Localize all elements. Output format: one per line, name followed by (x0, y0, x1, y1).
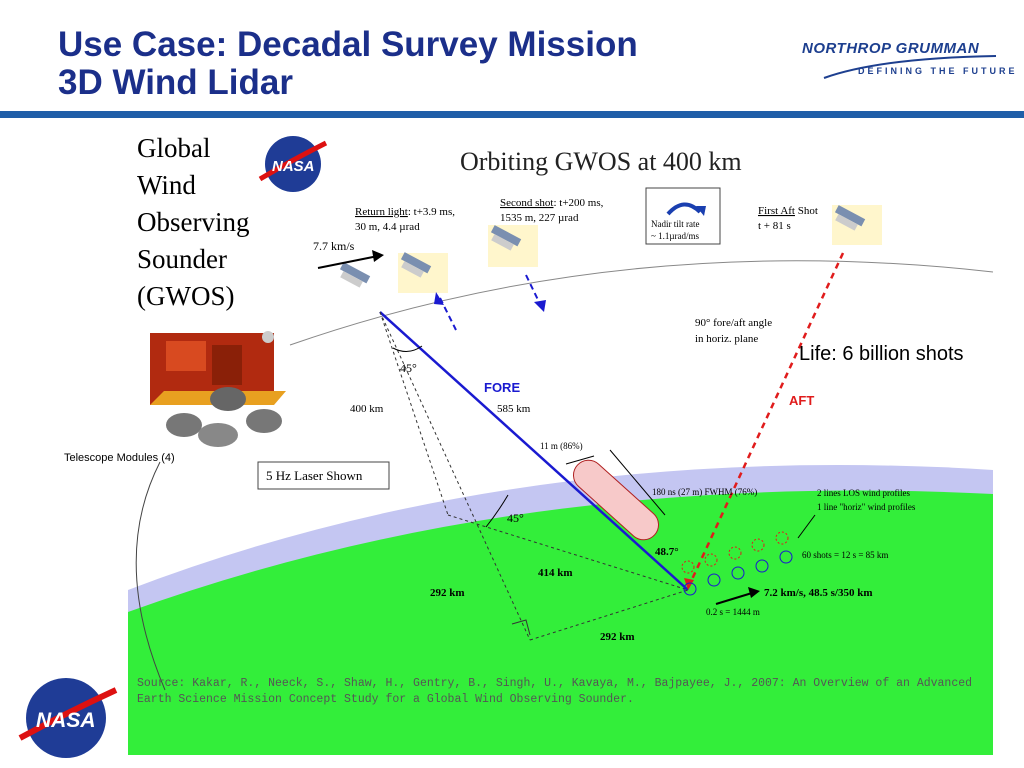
satellite-icon (400, 252, 432, 278)
satellite-icon (339, 262, 371, 288)
fore-aft-angle: 90° fore/aft angle (695, 317, 772, 329)
northrop-grumman-logo: NORTHROP GRUMMAN (802, 40, 980, 57)
brand-tagline: DEFINING THE FUTURE (858, 66, 1018, 76)
nadir-tilt-label: Nadir tilt rate (651, 219, 699, 229)
incidence-angle: 48.7° (655, 546, 679, 558)
diagram-heading: Orbiting GWOS at 400 km (460, 147, 742, 176)
ground-track: 414 km (538, 567, 573, 579)
ground-speed: 7.2 km/s, 48.5 s/350 km (764, 587, 873, 599)
laser-box (257, 461, 390, 490)
orbit-arc (289, 260, 994, 346)
los-profiles: 2 lines LOS wind profiles (817, 488, 910, 498)
source-citation: Source: Kakar, R., Neeck, S., Shaw, H., … (137, 677, 973, 706)
telescope-connector (135, 461, 166, 691)
shot-spacing: 0.2 s = 1444 m (706, 607, 760, 617)
first-aft-time: t + 81 s (758, 220, 791, 232)
svg-text:Return light: t+3.9 ms,: Return light: t+3.9 ms, (355, 206, 455, 218)
satellite-icon (834, 205, 866, 231)
page-title: Use Case: Decadal Survey Mission 3D Wind… (58, 26, 638, 102)
first-aft-title: First Aft (758, 205, 795, 217)
life-label: Life: 6 billion shots (799, 343, 964, 365)
leg-bottom: 292 km (600, 631, 635, 643)
leg-left: 292 km (430, 587, 465, 599)
nasa-logo-large-icon: NASA (18, 678, 118, 758)
nasa-logo-large-text: NASA (36, 709, 96, 732)
fore-aft-plane: in horiz. plane (695, 333, 758, 345)
horiz-profiles: 1 line "horiz" wind profiles (817, 502, 916, 512)
satellite-icon (490, 225, 522, 251)
laser-label: 5 Hz Laser Shown (266, 468, 363, 483)
aft-label: AFT (789, 393, 814, 408)
altitude-label: 400 km (350, 403, 384, 415)
fore-beam (379, 311, 689, 591)
nasa-logo-text: NASA (272, 158, 315, 175)
svg-text:First Aft Shot: First Aft Shot (758, 205, 818, 217)
instrument-name: Global Wind Observing Sounder (GWOS) (137, 133, 250, 311)
return-light-title: Return light (355, 206, 408, 218)
fore-label: FORE (484, 380, 520, 395)
pulse-label: 180 ns (27 m) FWHM (76%) (652, 487, 757, 497)
nadir-tilt-value: ~ 1.1µrad/ms (651, 231, 700, 241)
header-divider (0, 111, 1024, 118)
nasa-logo-icon: NASA (258, 136, 328, 192)
return-light-detail: 30 m, 4.4 µrad (355, 221, 420, 233)
telescope-modules-image (150, 331, 286, 447)
telescope-label: Telescope Modules (4) (64, 452, 175, 464)
logo-swoosh (823, 55, 997, 79)
angle-top: 45° (400, 361, 417, 375)
footprint-label: 11 m (86%) (540, 441, 583, 451)
title-line-1: Use Case: Decadal Survey Mission (58, 25, 638, 64)
nadir-tilt-box (645, 187, 721, 245)
aft-shot-circles (681, 531, 789, 574)
angle-ground: 45° (507, 511, 524, 525)
slant-range-label: 585 km (497, 403, 531, 415)
svg-text:Second shot: t+200 ms,: Second shot: t+200 ms, (500, 197, 604, 209)
fore-shot-circles (683, 550, 793, 596)
earth-surface (128, 490, 993, 755)
shots-label: 60 shots = 12 s = 85 km (802, 550, 888, 560)
title-line-2: 3D Wind Lidar (58, 63, 293, 102)
pulse-capsule (573, 459, 659, 541)
speed-label: 7.7 km/s (313, 239, 355, 253)
second-shot-detail: 1535 m, 227 µrad (500, 212, 579, 224)
second-shot-title: Second shot (500, 197, 553, 209)
